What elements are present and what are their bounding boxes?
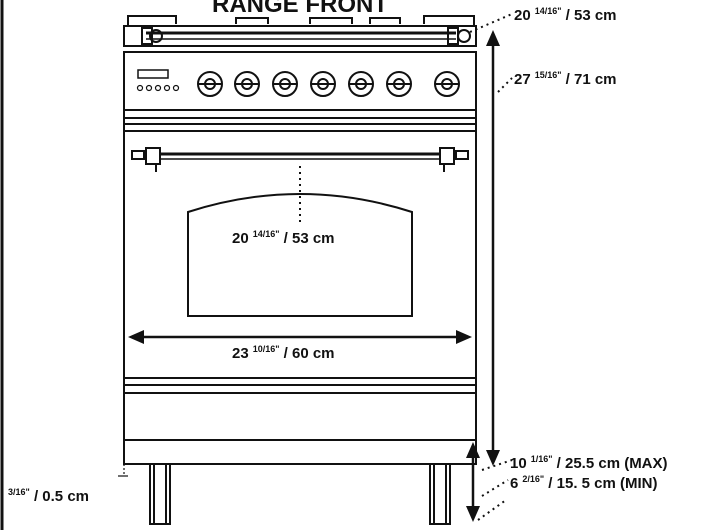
cooktop-knob-icon — [149, 29, 471, 43]
upper-trim — [124, 117, 476, 132]
legs — [149, 463, 451, 525]
control-buttons — [136, 84, 180, 92]
lower-trim — [124, 377, 476, 394]
oven-handle-icon — [131, 147, 469, 172]
display-panel-icon — [137, 69, 169, 79]
leg-height-arrow — [466, 442, 480, 522]
diagram-title: RANGE FRONT — [212, 0, 388, 18]
side-gap-label: 3/16" / 0.5 cm — [8, 487, 89, 505]
control-knob-icon — [197, 71, 460, 97]
width-arrow — [128, 330, 472, 344]
burner-grates — [127, 15, 475, 26]
side-gap-mark — [118, 464, 128, 477]
base-plinth — [123, 439, 477, 465]
height-arrow — [486, 30, 500, 466]
control-panel — [123, 51, 477, 111]
leader-lines — [469, 13, 513, 521]
oven-window — [187, 193, 413, 317]
cooktop — [123, 25, 477, 47]
